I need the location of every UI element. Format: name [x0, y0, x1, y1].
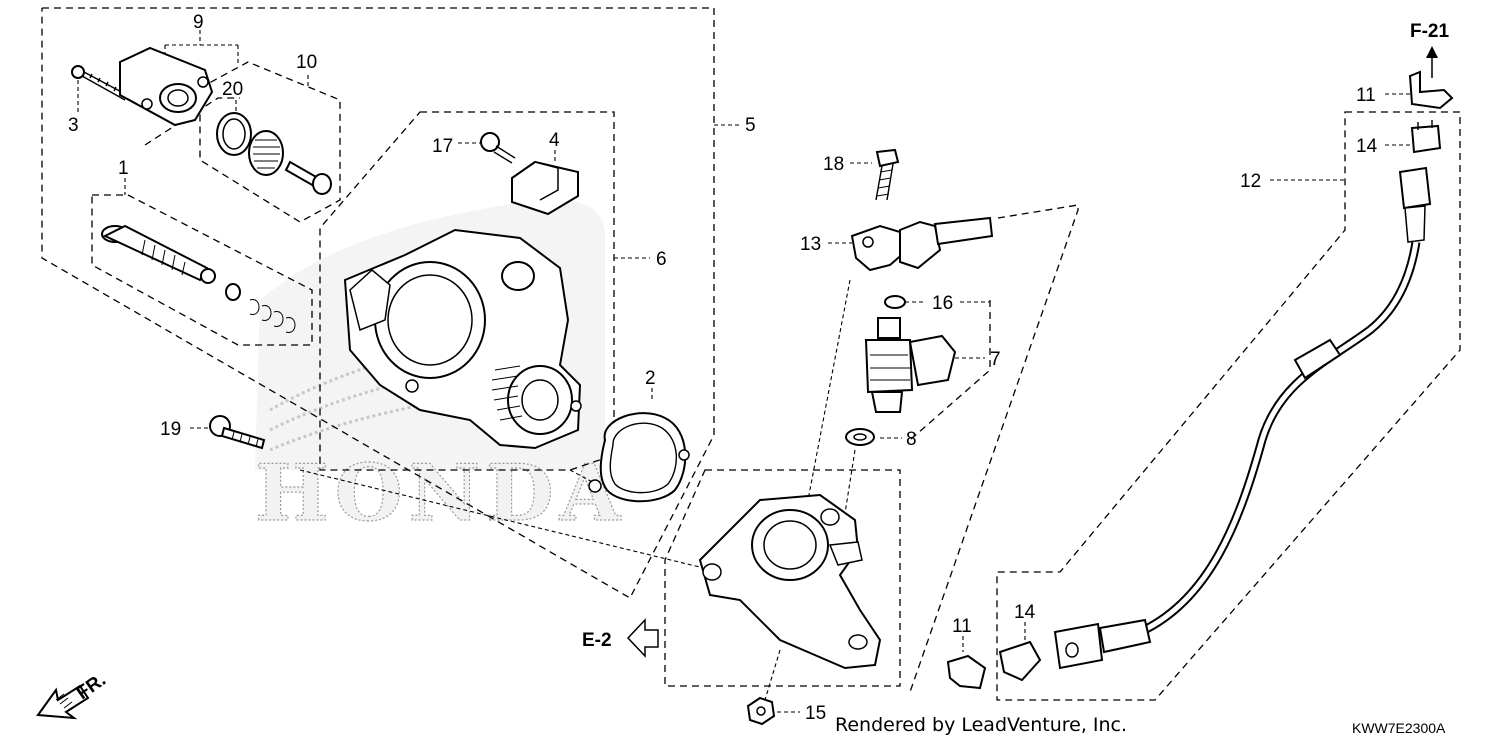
part-13-joint	[850, 216, 994, 272]
leader-throttle-insulator	[299, 469, 713, 571]
callout-1: 1	[118, 158, 129, 179]
part-16-washer	[884, 295, 906, 309]
callout-13: 13	[800, 234, 821, 255]
callout-14-top: 14	[1356, 136, 1378, 157]
part-4-sensor	[511, 160, 579, 216]
group-outline-5	[41, 7, 715, 599]
arrow-up-icon	[1426, 46, 1438, 78]
callout-11-top: 11	[1356, 85, 1376, 106]
part-3-screw	[71, 65, 128, 101]
arrow-left-outline-icon	[626, 618, 659, 658]
part-insulator	[698, 493, 882, 670]
callout-2: 2	[645, 368, 656, 389]
part-14-retainer-bottom	[998, 640, 1042, 682]
group-outline-insulator	[664, 469, 901, 687]
reference-e2[interactable]: E-2	[582, 630, 612, 651]
callout-16: 16	[932, 293, 953, 314]
reference-f21[interactable]: F-21	[1410, 21, 1450, 42]
callout-15: 15	[805, 703, 826, 724]
part-2-gasket	[588, 412, 690, 503]
callout-18: 18	[823, 154, 844, 175]
leader-clamp	[569, 469, 599, 486]
callout-7: 7	[990, 349, 1001, 370]
part-10-filter	[248, 130, 332, 195]
callout-20: 20	[222, 79, 243, 100]
group-outline-10	[199, 61, 341, 223]
callout-8: 8	[906, 429, 917, 450]
part-11-clip-bottom	[946, 654, 987, 690]
callout-5: 5	[745, 115, 756, 136]
leader-15b	[764, 649, 781, 701]
group-outline-injector	[909, 204, 1079, 693]
part-7-injector	[864, 317, 957, 413]
front-direction-arrow-icon	[36, 684, 90, 720]
callout-14-bottom: 14	[1014, 602, 1036, 623]
part-20-oring-inner	[222, 118, 246, 150]
callout-12: 12	[1240, 171, 1261, 192]
part-17-screw	[480, 132, 516, 164]
callout-3: 3	[68, 115, 79, 136]
honda-watermark: HONDA	[255, 448, 626, 539]
part-15-nut	[746, 696, 776, 726]
part-11-clip-top	[1408, 70, 1454, 110]
callout-9: 9	[193, 12, 204, 33]
part-8-seal-inner	[853, 433, 867, 441]
part-12-harness	[1053, 166, 1432, 670]
callout-17: 17	[432, 136, 453, 157]
group-outline-9	[144, 97, 240, 146]
callout-19: 19	[160, 419, 181, 440]
leader-9	[164, 30, 239, 65]
callout-4: 4	[549, 130, 560, 151]
part-9-sensor	[119, 46, 214, 127]
diagram-code: KWW7E2300A	[1352, 720, 1446, 736]
callout-11-bottom: 11	[952, 616, 972, 637]
part-19-bolt	[209, 415, 266, 450]
part-18-bolt	[875, 148, 900, 201]
callout-10: 10	[296, 52, 317, 73]
group-outline-6	[319, 111, 615, 471]
leader-joint	[807, 279, 851, 501]
group-outline-12	[996, 111, 1461, 701]
part-14-retainer-top	[1410, 120, 1442, 154]
credit-text: Rendered by LeadVenture, Inc.	[835, 714, 1127, 736]
part-1-valve	[101, 224, 296, 333]
callout-6: 6	[656, 249, 667, 270]
part-6-throttle-body	[343, 228, 582, 450]
